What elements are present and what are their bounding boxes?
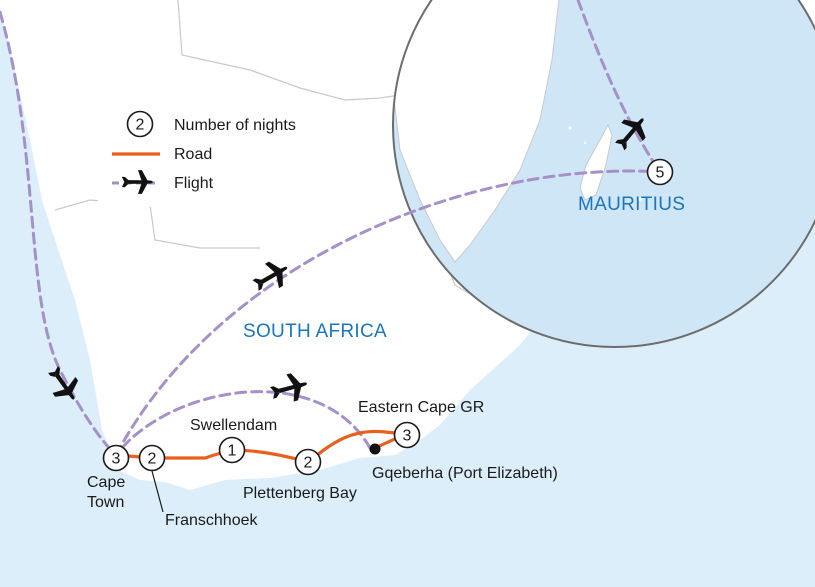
marker-cape-town: 3 bbox=[102, 444, 130, 472]
label-mauritius: MAURITIUS bbox=[578, 194, 685, 215]
flight-route-international-arrival bbox=[0, 10, 118, 457]
flight-route-mauritius-departure bbox=[576, 0, 662, 174]
legend-nights-label: Number of nights bbox=[174, 117, 296, 134]
legend-nights-sample: 2 bbox=[136, 117, 145, 134]
label-eastern-cape-gr: Eastern Cape GR bbox=[358, 399, 484, 416]
nights-cape-town: 3 bbox=[112, 451, 121, 468]
marker-eastern-cape-gr: 3 bbox=[393, 421, 421, 449]
label-south-africa: SOUTH AFRICA bbox=[243, 321, 387, 342]
legend-box bbox=[98, 100, 336, 207]
nights-franschhoek: 2 bbox=[148, 451, 157, 468]
legend-flight-row: Flight bbox=[112, 170, 214, 194]
legend-road-label: Road bbox=[174, 146, 212, 163]
legend-flight-label: Flight bbox=[174, 175, 214, 192]
nights-plettenberg-bay: 2 bbox=[304, 455, 313, 472]
label-leader-franschhoek bbox=[151, 470, 164, 513]
marker-mauritius: 5 bbox=[646, 158, 674, 186]
legend: 2 Number of nights Road Flight bbox=[98, 100, 336, 207]
nights-mauritius: 5 bbox=[656, 165, 665, 182]
legend-road-row: Road bbox=[112, 146, 212, 163]
marker-franschhoek: 2 bbox=[138, 444, 166, 472]
marker-swellendam: 1 bbox=[218, 436, 246, 464]
label-swellendam: Swellendam bbox=[190, 417, 277, 434]
label-cape-town-line1: Cape bbox=[87, 474, 125, 491]
legend-nights-row: 2 Number of nights bbox=[126, 110, 296, 138]
nights-circle-icon bbox=[126, 110, 154, 138]
label-plettenberg-bay: Plettenberg Bay bbox=[243, 485, 357, 502]
label-gqeberha: Gqeberha (Port Elizabeth) bbox=[372, 465, 558, 482]
marker-plettenberg-bay: 2 bbox=[294, 448, 322, 476]
flight-route-gqeberha-cape-town bbox=[114, 390, 372, 457]
nights-swellendam: 1 bbox=[228, 443, 237, 460]
road-route bbox=[114, 429, 408, 464]
label-franschhoek: Franschhoek bbox=[165, 512, 258, 529]
nights-eastern-cape-gr: 3 bbox=[403, 428, 412, 445]
flight-route-cape-town-mauritius bbox=[114, 169, 662, 457]
airport-dot-icon bbox=[369, 443, 381, 455]
flight-routes bbox=[0, 0, 662, 457]
mauritius-inset bbox=[392, 0, 815, 348]
label-cape-town-line2: Town bbox=[87, 494, 124, 511]
